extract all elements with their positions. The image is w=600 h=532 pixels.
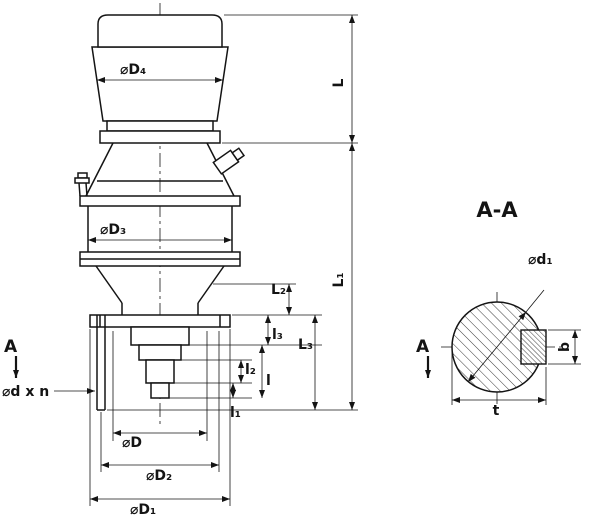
adapter-left-edge — [85, 142, 114, 197]
fitting-plug — [231, 147, 246, 162]
dimension-t: t — [451, 350, 547, 419]
section-marker-left-label: A — [4, 337, 18, 357]
motor-body — [91, 46, 229, 122]
section-marker-right-label: A — [416, 337, 430, 357]
housing-top-flange — [79, 195, 241, 207]
dim-label-l3: l₃ — [272, 327, 283, 343]
dim-label-l1: l₁ — [230, 405, 241, 421]
shaft-tip — [150, 382, 170, 399]
shaft-step-1 — [130, 326, 190, 346]
dim-label-l2: l₂ — [245, 362, 256, 378]
dim-line-d1 — [467, 311, 527, 383]
dimension-D4: ⌀D₄ — [97, 62, 223, 83]
section-cut-markers: A A — [4, 337, 431, 378]
gear-housing — [79, 195, 241, 315]
dimension-l3: l₃ — [189, 315, 322, 346]
dim-label-dxn: ⌀d x n — [2, 384, 49, 400]
adapter-section — [74, 142, 246, 197]
dimension-L3: L₃ — [298, 315, 318, 410]
dim-label-D: ⌀D — [122, 435, 142, 451]
dimension-D3: ⌀D₃ — [88, 222, 232, 243]
lower-taper-right — [197, 265, 225, 304]
bolt-shank-left — [78, 182, 81, 197]
dimension-L-L1: L L₁ — [107, 14, 358, 411]
dim-label-D3: ⌀D₃ — [100, 222, 126, 238]
dimension-l2: l₂ — [174, 359, 256, 384]
dimension-b: b — [548, 329, 581, 365]
dim-label-l: l — [266, 373, 271, 389]
dim-label-t: t — [493, 403, 500, 419]
motor-cap — [97, 14, 223, 48]
dimension-bottom-diameters: ⌀D ⌀D₂ ⌀D₁ — [89, 329, 231, 518]
dim-label-L1: L₁ — [331, 272, 347, 287]
dim-label-D1: ⌀D₁ — [130, 502, 156, 518]
dim-label-b: b — [557, 342, 573, 352]
dimension-d1: ⌀d₁ — [467, 252, 553, 383]
bolt-head — [74, 177, 90, 184]
bolt-holes-callout: ⌀d x n — [2, 384, 95, 400]
motor-assembly — [91, 14, 229, 144]
leader-d1 — [525, 289, 545, 313]
mounting-flange — [89, 314, 231, 328]
shaft-step-3 — [145, 359, 175, 384]
dim-label-D4: ⌀D₄ — [120, 62, 146, 78]
dimension-l: l — [169, 345, 271, 399]
dimension-l1: l₁ — [230, 383, 241, 421]
shaft-step-2 — [138, 344, 182, 361]
dim-label-L: L — [331, 78, 347, 87]
output-assembly — [89, 314, 231, 411]
section-view: A-A ⌀d₁ b t — [441, 198, 581, 419]
section-title: A-A — [476, 198, 518, 222]
bolt-detail — [74, 172, 90, 197]
dim-label-D2: ⌀D₂ — [146, 468, 172, 484]
dimension-L2: L₂ — [213, 282, 322, 316]
bolt-shank-right — [85, 182, 88, 197]
dim-label-L2: L₂ — [271, 282, 286, 298]
main-view: ⌀D₄ ⌀D₃ L L₁ L₂ L₃ — [2, 3, 431, 518]
side-fitting — [212, 147, 246, 175]
dim-label-d1: ⌀d₁ — [528, 252, 553, 268]
motor-ring — [106, 120, 214, 132]
motor-flange — [99, 130, 221, 144]
keyway — [520, 329, 547, 365]
lower-taper-left — [95, 265, 123, 304]
